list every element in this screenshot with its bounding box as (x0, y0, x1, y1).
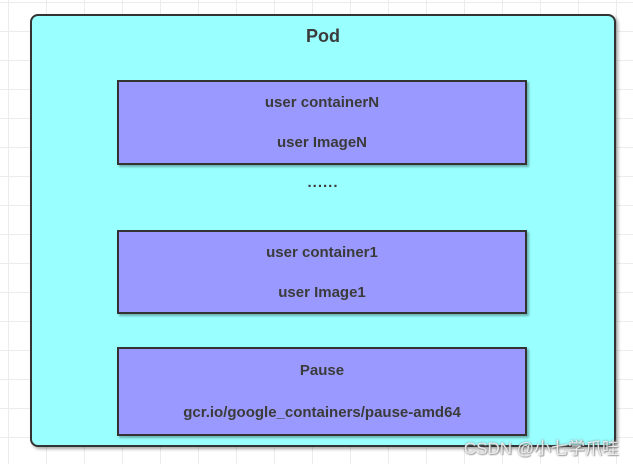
container-name-user1: user container1 (266, 243, 378, 261)
pod-title: Pod (306, 26, 340, 46)
container-image-pause: gcr.io/google_containers/pause-amd64 (183, 404, 461, 422)
container-name-usern: user containerN (264, 93, 380, 111)
container-image-user1: user Image1 (278, 283, 366, 301)
ellipsis-text: ...... (307, 174, 339, 191)
container-name-pause: Pause (299, 361, 345, 379)
container-box-usern: user containerN user ImageN (117, 80, 527, 165)
pod-box: Pod user containerN user ImageN ...... u… (30, 14, 616, 447)
container-box-user1: user container1 user Image1 (117, 230, 527, 314)
container-box-pause: Pause gcr.io/google_containers/pause-amd… (117, 347, 527, 436)
container-image-usern: user ImageN (276, 134, 368, 152)
watermark: CSDN @小七学爪哇 (463, 439, 619, 458)
